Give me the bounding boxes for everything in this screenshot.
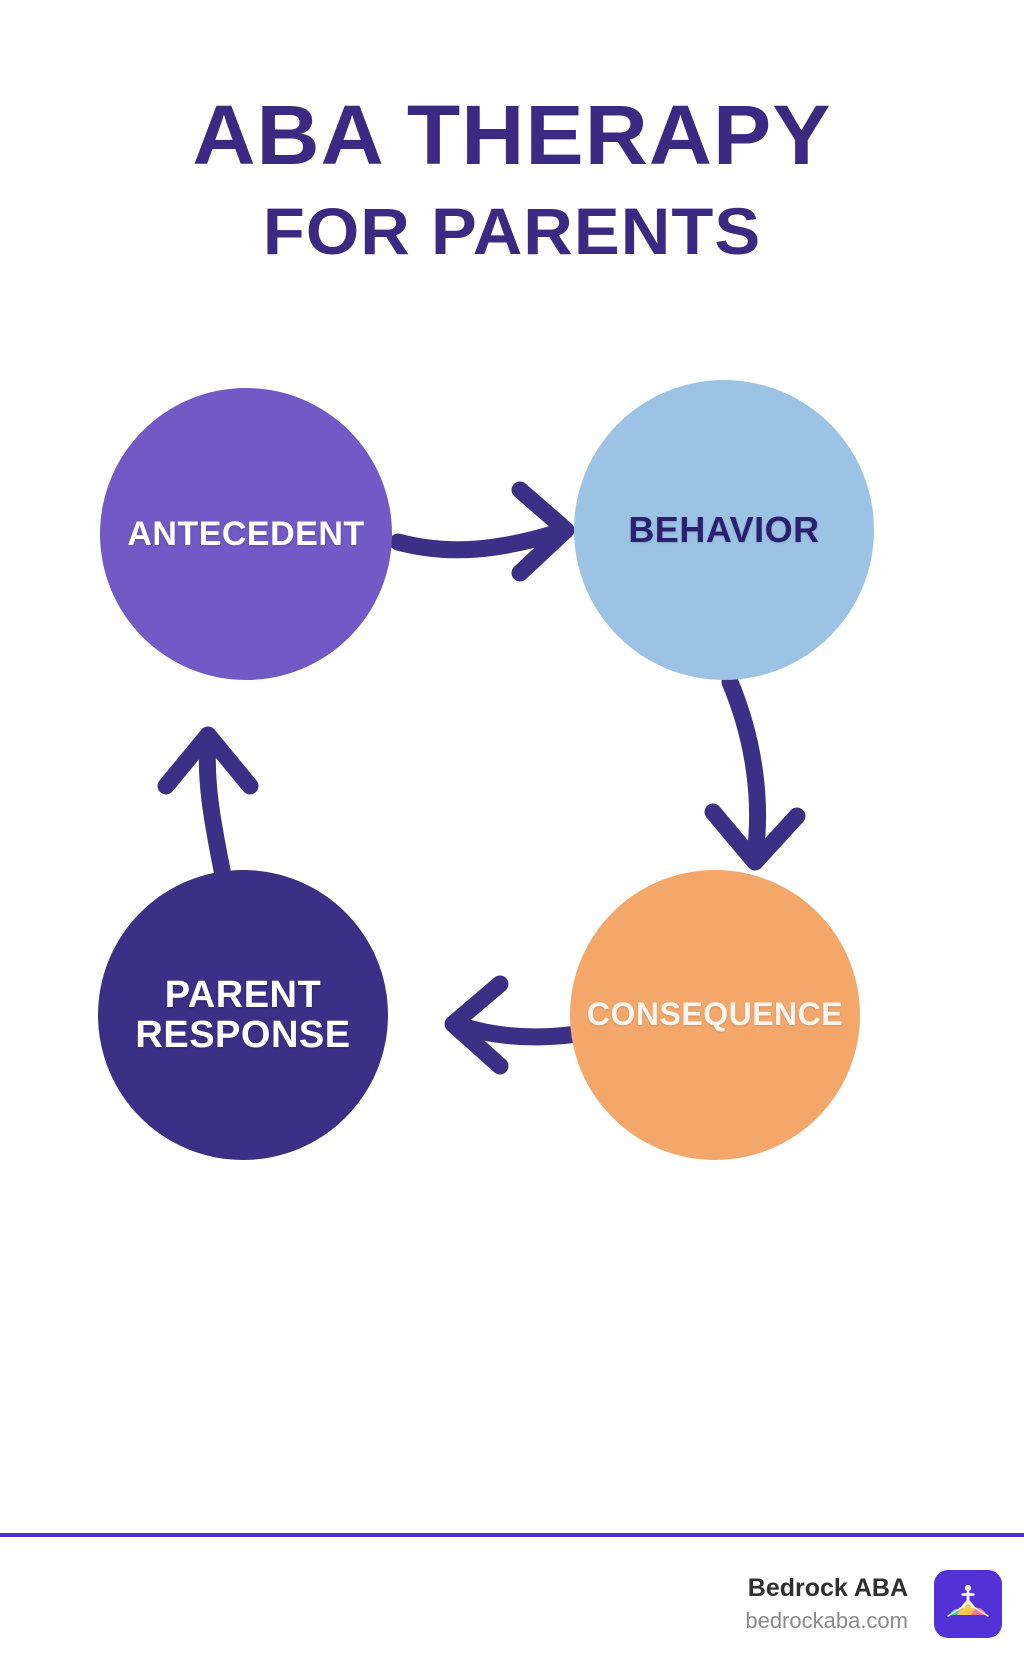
cycle-node-antecedent[interactable]: ANTECEDENT: [100, 388, 392, 680]
title-subtitle: FOR PARENTS: [262, 194, 762, 269]
title-main: ABA THERAPY: [192, 88, 832, 182]
arrow-behavior-to-consequence: [704, 673, 806, 871]
page-title: ABA THERAPY FOR PARENTS: [0, 88, 1024, 269]
brand-url[interactable]: bedrockaba.com: [745, 1607, 908, 1633]
footer-divider: [0, 1533, 1024, 1537]
cycle-node-behavior[interactable]: BEHAVIOR: [574, 380, 874, 680]
brand-name: Bedrock ABA: [747, 1573, 908, 1602]
brand-logo[interactable]: [934, 1569, 1002, 1638]
footer-brand-text: Bedrock ABA bedrockaba.com: [745, 1573, 908, 1635]
cycle-node-parent-response-label: PARENT RESPONSE: [135, 973, 351, 1056]
cycle-node-parent-response[interactable]: PARENT RESPONSE: [98, 870, 388, 1160]
aba-cycle-diagram: ANTECEDENT BEHAVIOR CONSEQUENCE PARENT R…: [0, 350, 1024, 1180]
footer: Bedrock ABA bedrockaba.com: [0, 1541, 1024, 1666]
cycle-node-antecedent-label: ANTECEDENT: [127, 514, 365, 553]
person-on-mountains-icon: [947, 1584, 989, 1617]
arrow-antecedent-to-behavior: [389, 481, 575, 582]
cycle-node-behavior-label: BEHAVIOR: [628, 508, 820, 550]
cycle-node-consequence[interactable]: CONSEQUENCE: [570, 870, 860, 1160]
arrow-parent-to-antecedent: [157, 726, 259, 879]
cycle-node-consequence-label: CONSEQUENCE: [586, 996, 844, 1033]
